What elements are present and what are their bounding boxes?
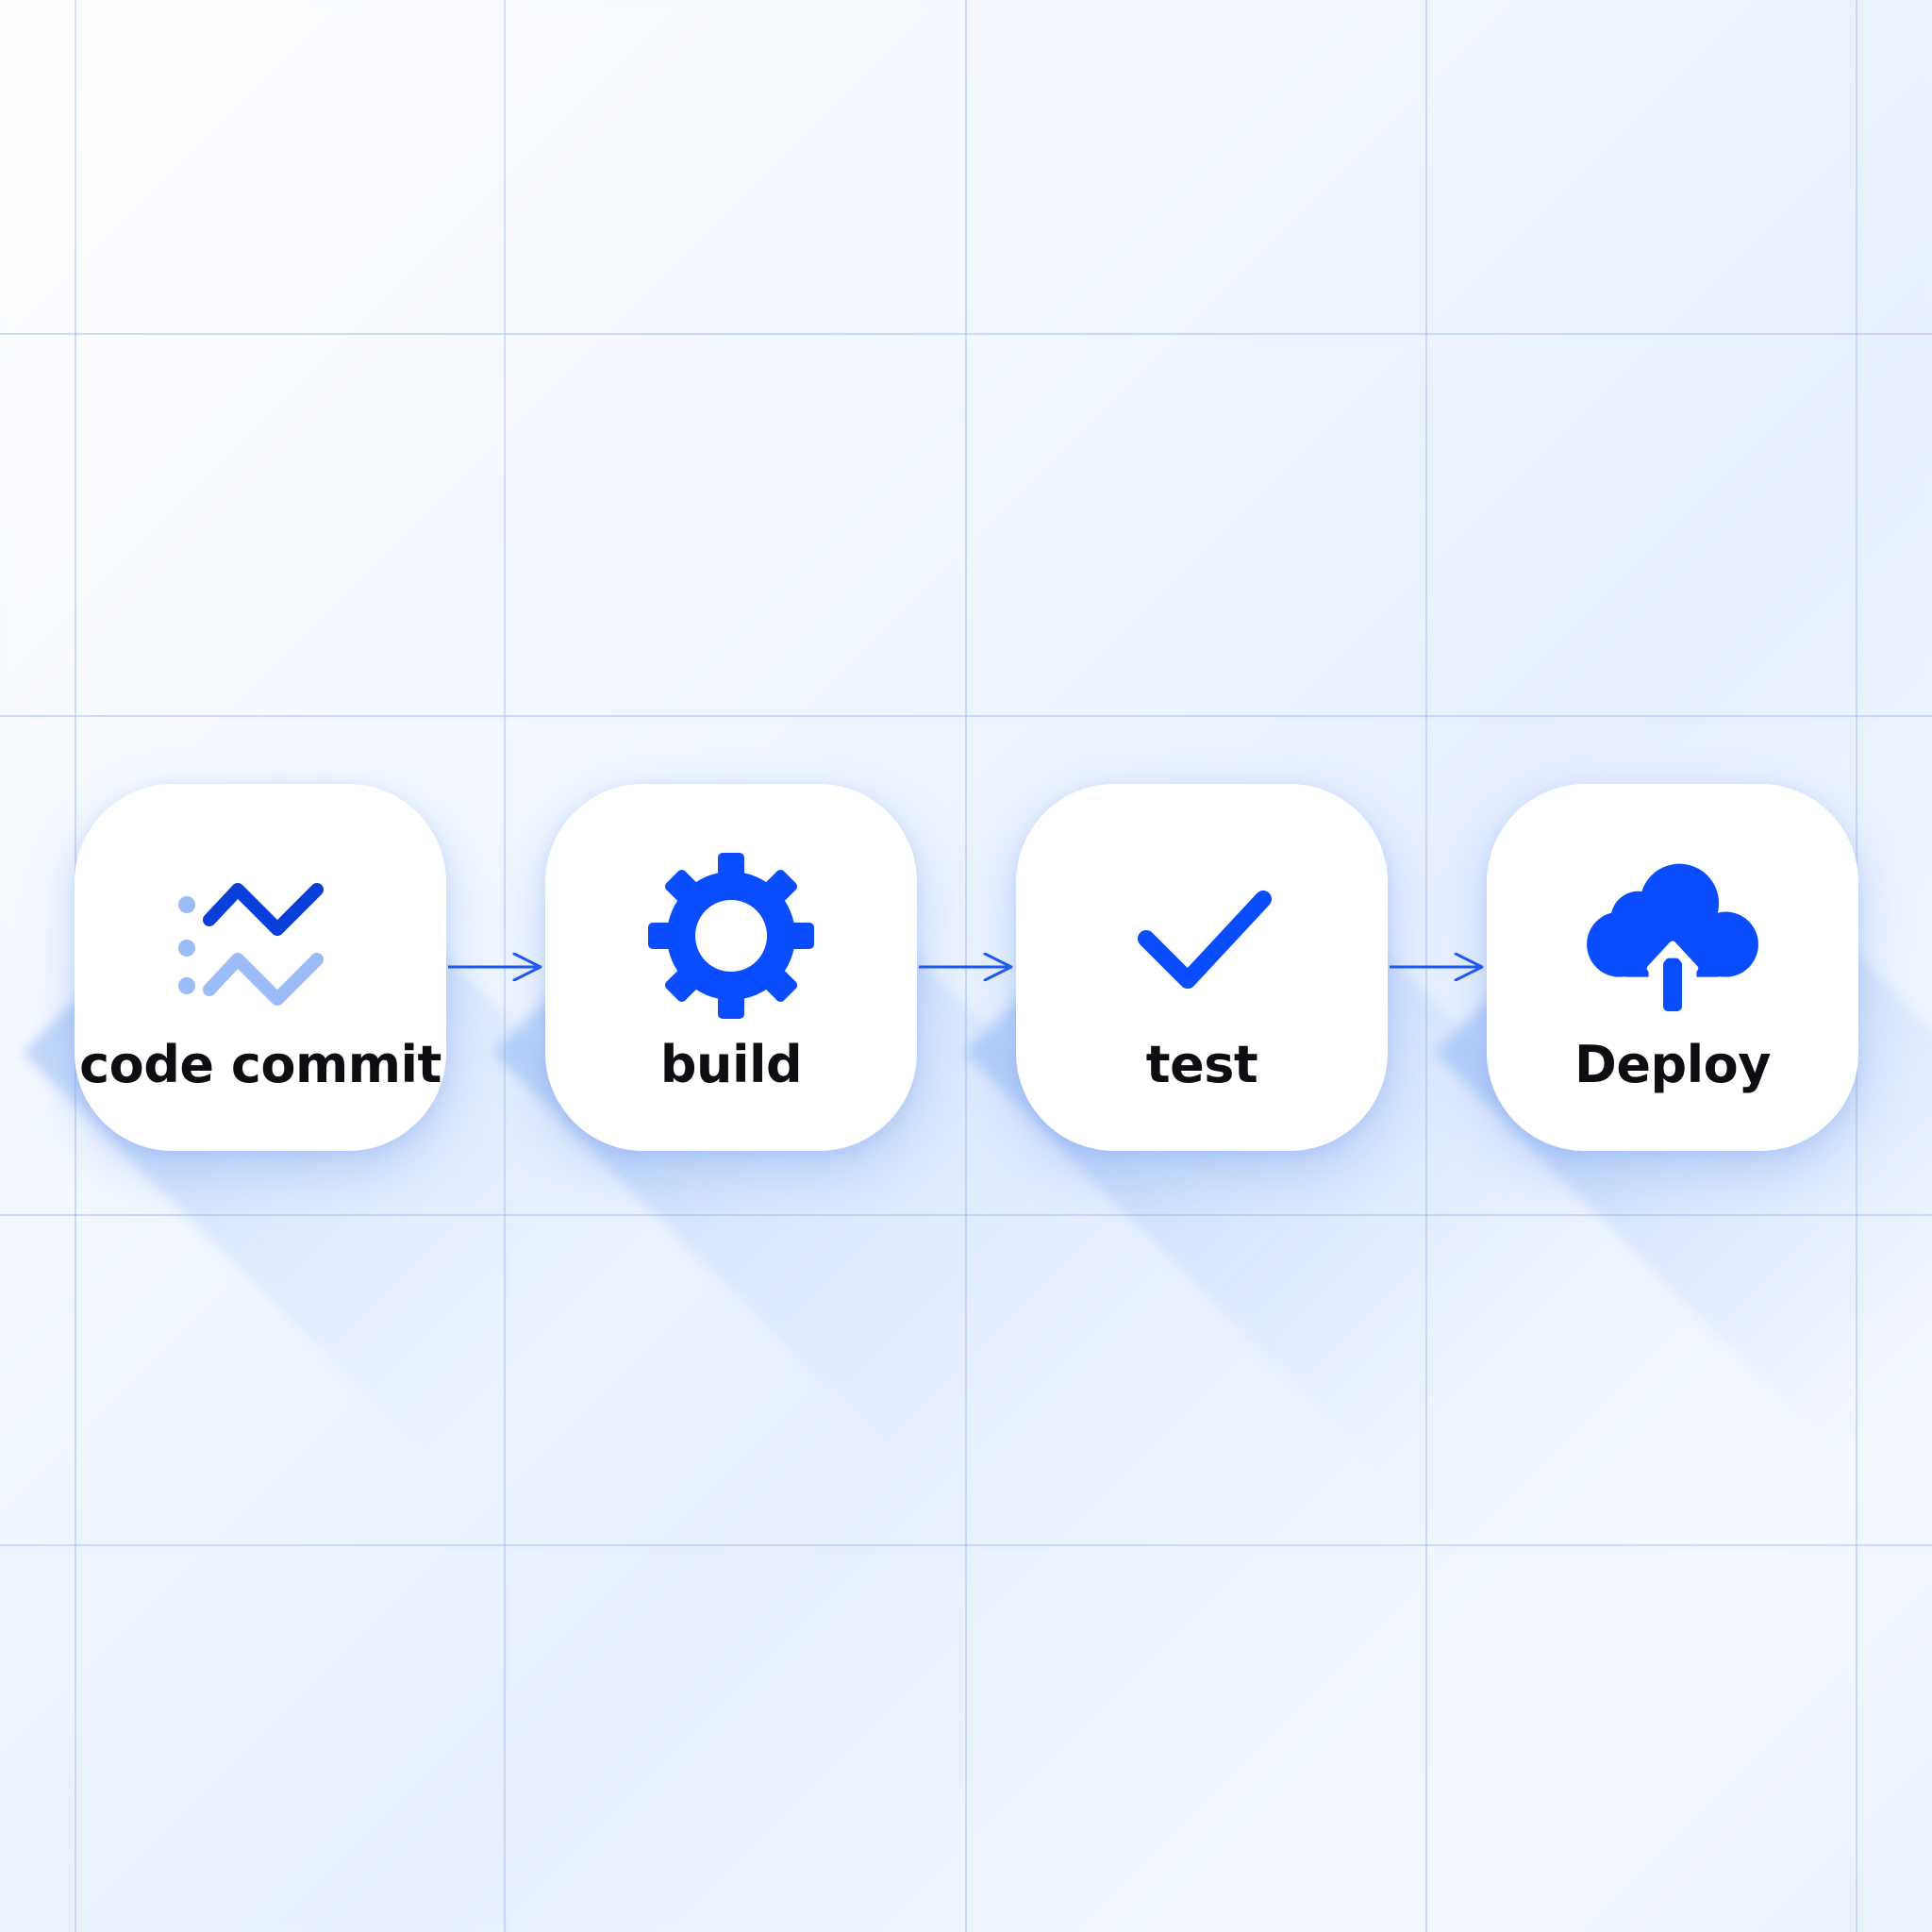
stage-card-test: test (1016, 784, 1388, 1151)
stage-card-build: build (545, 784, 917, 1151)
commit-zigzag-icon (166, 846, 355, 1025)
cloud-upload-icon (1578, 846, 1767, 1025)
grid-line (0, 1214, 1932, 1216)
stage-card-deploy: Deploy (1487, 784, 1858, 1151)
grid-line (0, 333, 1932, 335)
connector-arrow-2 (919, 953, 1013, 981)
stage-label: test (1145, 1035, 1258, 1094)
stage-label: Deploy (1574, 1035, 1771, 1094)
stage-card-code-commit: code commit (75, 784, 446, 1151)
connector-arrow-3 (1390, 953, 1484, 981)
grid-line (0, 715, 1932, 717)
checkmark-icon (1108, 846, 1296, 1025)
grid-line (0, 1544, 1932, 1546)
gear-icon (637, 846, 825, 1025)
stage-label: build (659, 1035, 803, 1094)
connector-arrow-1 (448, 953, 542, 981)
stage-label: code commit (79, 1035, 441, 1094)
